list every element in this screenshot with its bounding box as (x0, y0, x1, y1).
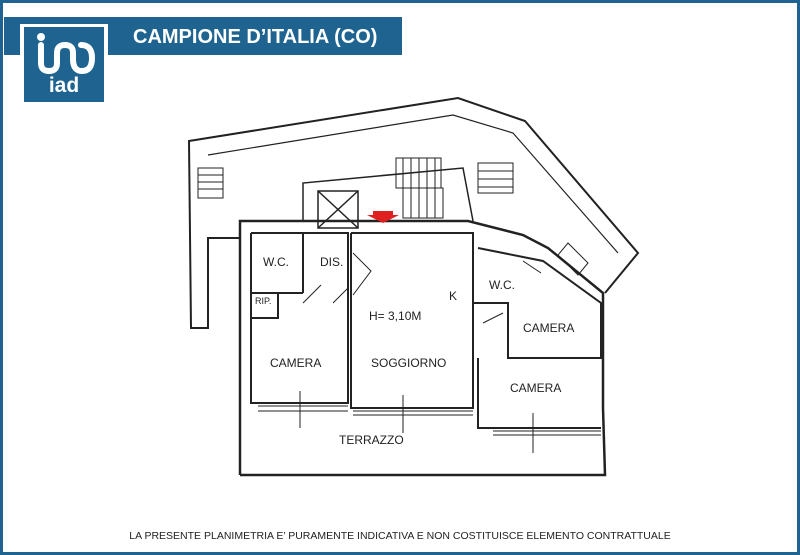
room-label-soggiorno: SOGGIORNO (371, 356, 446, 370)
upper-structure-outline (187, 96, 640, 329)
room-label-camera-left: CAMERA (270, 356, 321, 370)
upper-structure-inner (207, 114, 619, 254)
page-title: CAMPIONE D’ITALIA (CO) (133, 26, 378, 48)
room-label-kitchen: K (449, 289, 457, 303)
room-label-camera-right-lower: CAMERA (510, 381, 561, 395)
ceiling-height-label: H= 3,10M (369, 309, 421, 323)
disclaimer-text: LA PRESENTE PLANIMETRIA E’ PURAMENTE IND… (129, 530, 671, 542)
logo-swirl-icon (37, 33, 96, 75)
room-label-terrazzo: TERRAZZO (339, 433, 404, 447)
interior-walls (250, 232, 602, 429)
room-label-wc-right: W.C. (489, 278, 515, 292)
logo-mark: iad (24, 27, 104, 102)
room-label-camera-right-upper: CAMERA (523, 321, 574, 335)
windows (258, 391, 601, 453)
entrance-arrow-icon (367, 211, 399, 223)
door-swings (302, 252, 542, 324)
apartment-outline (238, 219, 607, 477)
lift-shaft (317, 190, 359, 229)
room-label-dis: DIS. (320, 255, 343, 269)
floor-plan-drawing: W.C. DIS. RIP. CAMERA H= 3,10M SOGGIORNO… (187, 96, 640, 477)
room-label-wc-left: W.C. (263, 255, 289, 269)
logo-text: iad (48, 74, 80, 97)
iad-logo: iad (20, 24, 108, 105)
stairs (197, 157, 589, 276)
corridor-wall (302, 167, 474, 222)
room-label-rip: RIP. (255, 296, 271, 306)
